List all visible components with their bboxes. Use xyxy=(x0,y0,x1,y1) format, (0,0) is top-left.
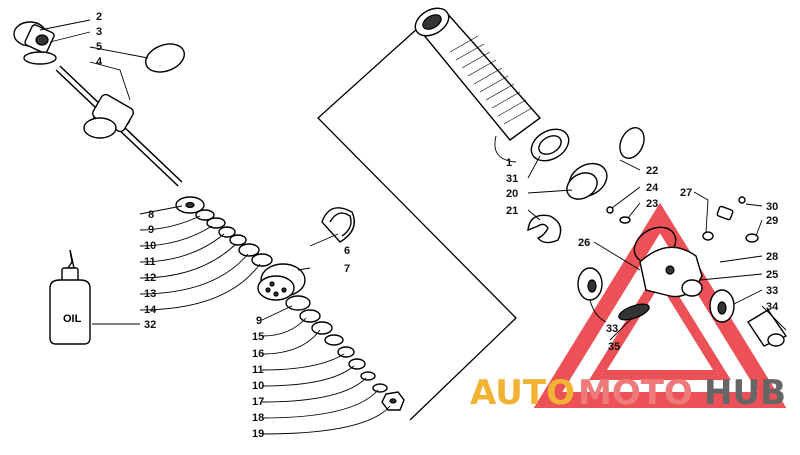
callout: 21 xyxy=(506,205,518,217)
watermark-auto: AUTO xyxy=(470,373,575,413)
callout: 11 xyxy=(252,364,264,376)
o-ring-5 xyxy=(144,43,186,73)
callout: 12 xyxy=(144,272,156,284)
callout: 10 xyxy=(144,240,156,252)
ring-31 xyxy=(530,128,570,162)
oil-bottle-label: OIL xyxy=(63,313,82,325)
watermark-hub: HUB xyxy=(704,373,786,413)
bushing-33-left xyxy=(577,267,603,301)
callout: 9 xyxy=(148,224,154,236)
callout: 1 xyxy=(506,157,512,169)
callout: 19 xyxy=(252,428,264,440)
callout: 26 xyxy=(578,237,590,249)
shaft-assembly xyxy=(13,21,183,187)
oil-bottle: OIL xyxy=(49,249,91,345)
callout: 10 xyxy=(252,380,264,392)
clip-21 xyxy=(527,214,562,244)
cap-20 xyxy=(566,162,608,200)
callout: 33 xyxy=(766,285,778,297)
callout: 6 xyxy=(344,245,350,257)
callout: 15 xyxy=(252,331,264,343)
callout: 7 xyxy=(344,263,350,275)
leader-lines xyxy=(39,19,787,435)
callout: 4 xyxy=(96,56,103,68)
callout: 20 xyxy=(506,188,518,200)
part-24 xyxy=(606,206,614,214)
group-frame xyxy=(317,27,517,421)
callout: 31 xyxy=(506,173,518,185)
callout: 8 xyxy=(148,209,154,221)
callout: 11 xyxy=(144,256,156,268)
valve-assembly xyxy=(702,196,759,243)
piston-7 xyxy=(257,263,306,301)
callout: 24 xyxy=(646,182,659,194)
callout: 34 xyxy=(766,301,779,313)
callout: 5 xyxy=(96,41,102,53)
callout: 28 xyxy=(766,251,778,263)
shock-body-1 xyxy=(414,7,542,141)
washer-stack-upper xyxy=(175,196,273,267)
washer-stack-lower xyxy=(285,295,405,411)
callout: 30 xyxy=(766,201,778,213)
callout: 35 xyxy=(608,341,620,353)
callout: 18 xyxy=(252,412,264,424)
callout-labels: 2 3 5 4 8 9 10 11 12 13 14 32 6 7 9 15 1… xyxy=(96,11,779,440)
disc-35 xyxy=(618,303,650,321)
callout: 23 xyxy=(646,198,658,210)
piston-band-6 xyxy=(321,207,355,243)
callout: 27 xyxy=(680,187,692,199)
callout: 16 xyxy=(252,348,264,360)
callout: 3 xyxy=(96,26,102,38)
callout: 9 xyxy=(256,315,262,327)
callout: 14 xyxy=(144,304,157,316)
callout: 22 xyxy=(646,165,658,177)
callout: 25 xyxy=(766,269,778,281)
callout: 33 xyxy=(606,323,618,335)
o-ring-22 xyxy=(619,127,645,159)
callout: 32 xyxy=(144,319,156,331)
bushing-33-right xyxy=(709,289,735,323)
callout: 29 xyxy=(766,215,778,227)
callout: 2 xyxy=(96,11,102,23)
sleeve-34 xyxy=(747,309,788,347)
watermark-text: AUTO MOTO HUB xyxy=(470,373,786,413)
part-23 xyxy=(619,216,631,224)
callout: 17 xyxy=(252,396,264,408)
callout: 13 xyxy=(144,288,156,300)
reservoir-housing xyxy=(633,226,703,298)
watermark-moto: MOTO xyxy=(578,373,693,413)
